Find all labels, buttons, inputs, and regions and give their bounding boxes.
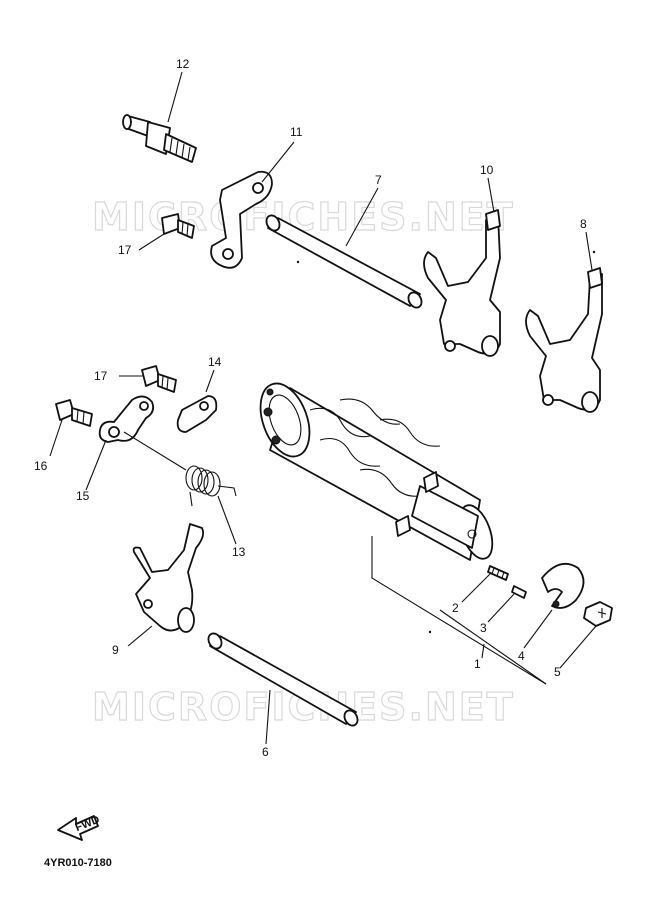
callout-3: 3 bbox=[480, 621, 487, 635]
part-3-pin bbox=[511, 585, 527, 599]
callout-16: 16 bbox=[34, 459, 48, 473]
dot-marker bbox=[592, 250, 596, 254]
callout-13: 13 bbox=[232, 545, 246, 559]
dot-marker bbox=[428, 630, 432, 634]
fwd-arrow-icon: FWD bbox=[57, 814, 101, 841]
part-12-stud-bolt bbox=[122, 114, 197, 163]
callout-17-lower: 17 bbox=[94, 369, 108, 383]
callout-17-upper: 17 bbox=[118, 243, 132, 257]
part-14-plate bbox=[176, 395, 218, 433]
callout-6: 6 bbox=[262, 745, 269, 759]
callout-11: 11 bbox=[290, 125, 303, 139]
drawing-code: 4YR010-7180 bbox=[44, 857, 112, 869]
part-6-guide-bar bbox=[207, 632, 359, 727]
dot-marker bbox=[296, 260, 300, 264]
callout-10: 10 bbox=[480, 163, 494, 177]
part-8-shift-fork bbox=[525, 267, 603, 413]
callout-5: 5 bbox=[554, 665, 561, 679]
leader-lines bbox=[49, 71, 597, 745]
part-2-pin bbox=[487, 565, 509, 581]
callout-7: 7 bbox=[375, 173, 382, 187]
part-5-screw bbox=[583, 601, 613, 627]
part-1-shift-drum bbox=[259, 382, 494, 561]
part-15-stopper-lever bbox=[98, 395, 155, 443]
part-16-bolt bbox=[55, 399, 93, 427]
callout-2: 2 bbox=[452, 601, 459, 615]
callout-15: 15 bbox=[76, 489, 90, 503]
part-7-guide-bar bbox=[265, 214, 423, 309]
part-10-shift-fork bbox=[423, 209, 501, 357]
callout-1: 1 bbox=[474, 657, 481, 671]
callout-4: 4 bbox=[518, 649, 525, 663]
part-13-torsion-spring bbox=[123, 431, 237, 507]
callout-8: 8 bbox=[580, 217, 587, 231]
callout-12: 12 bbox=[176, 57, 190, 71]
part-4-segment-plate bbox=[541, 562, 585, 609]
part-17-bolt-upper bbox=[161, 213, 195, 239]
callout-9: 9 bbox=[112, 643, 119, 657]
part-11-stopper-plate bbox=[210, 170, 273, 269]
part-9-shift-fork bbox=[132, 523, 205, 633]
part-17-bolt-lower bbox=[141, 365, 177, 393]
callout-14: 14 bbox=[208, 355, 222, 369]
